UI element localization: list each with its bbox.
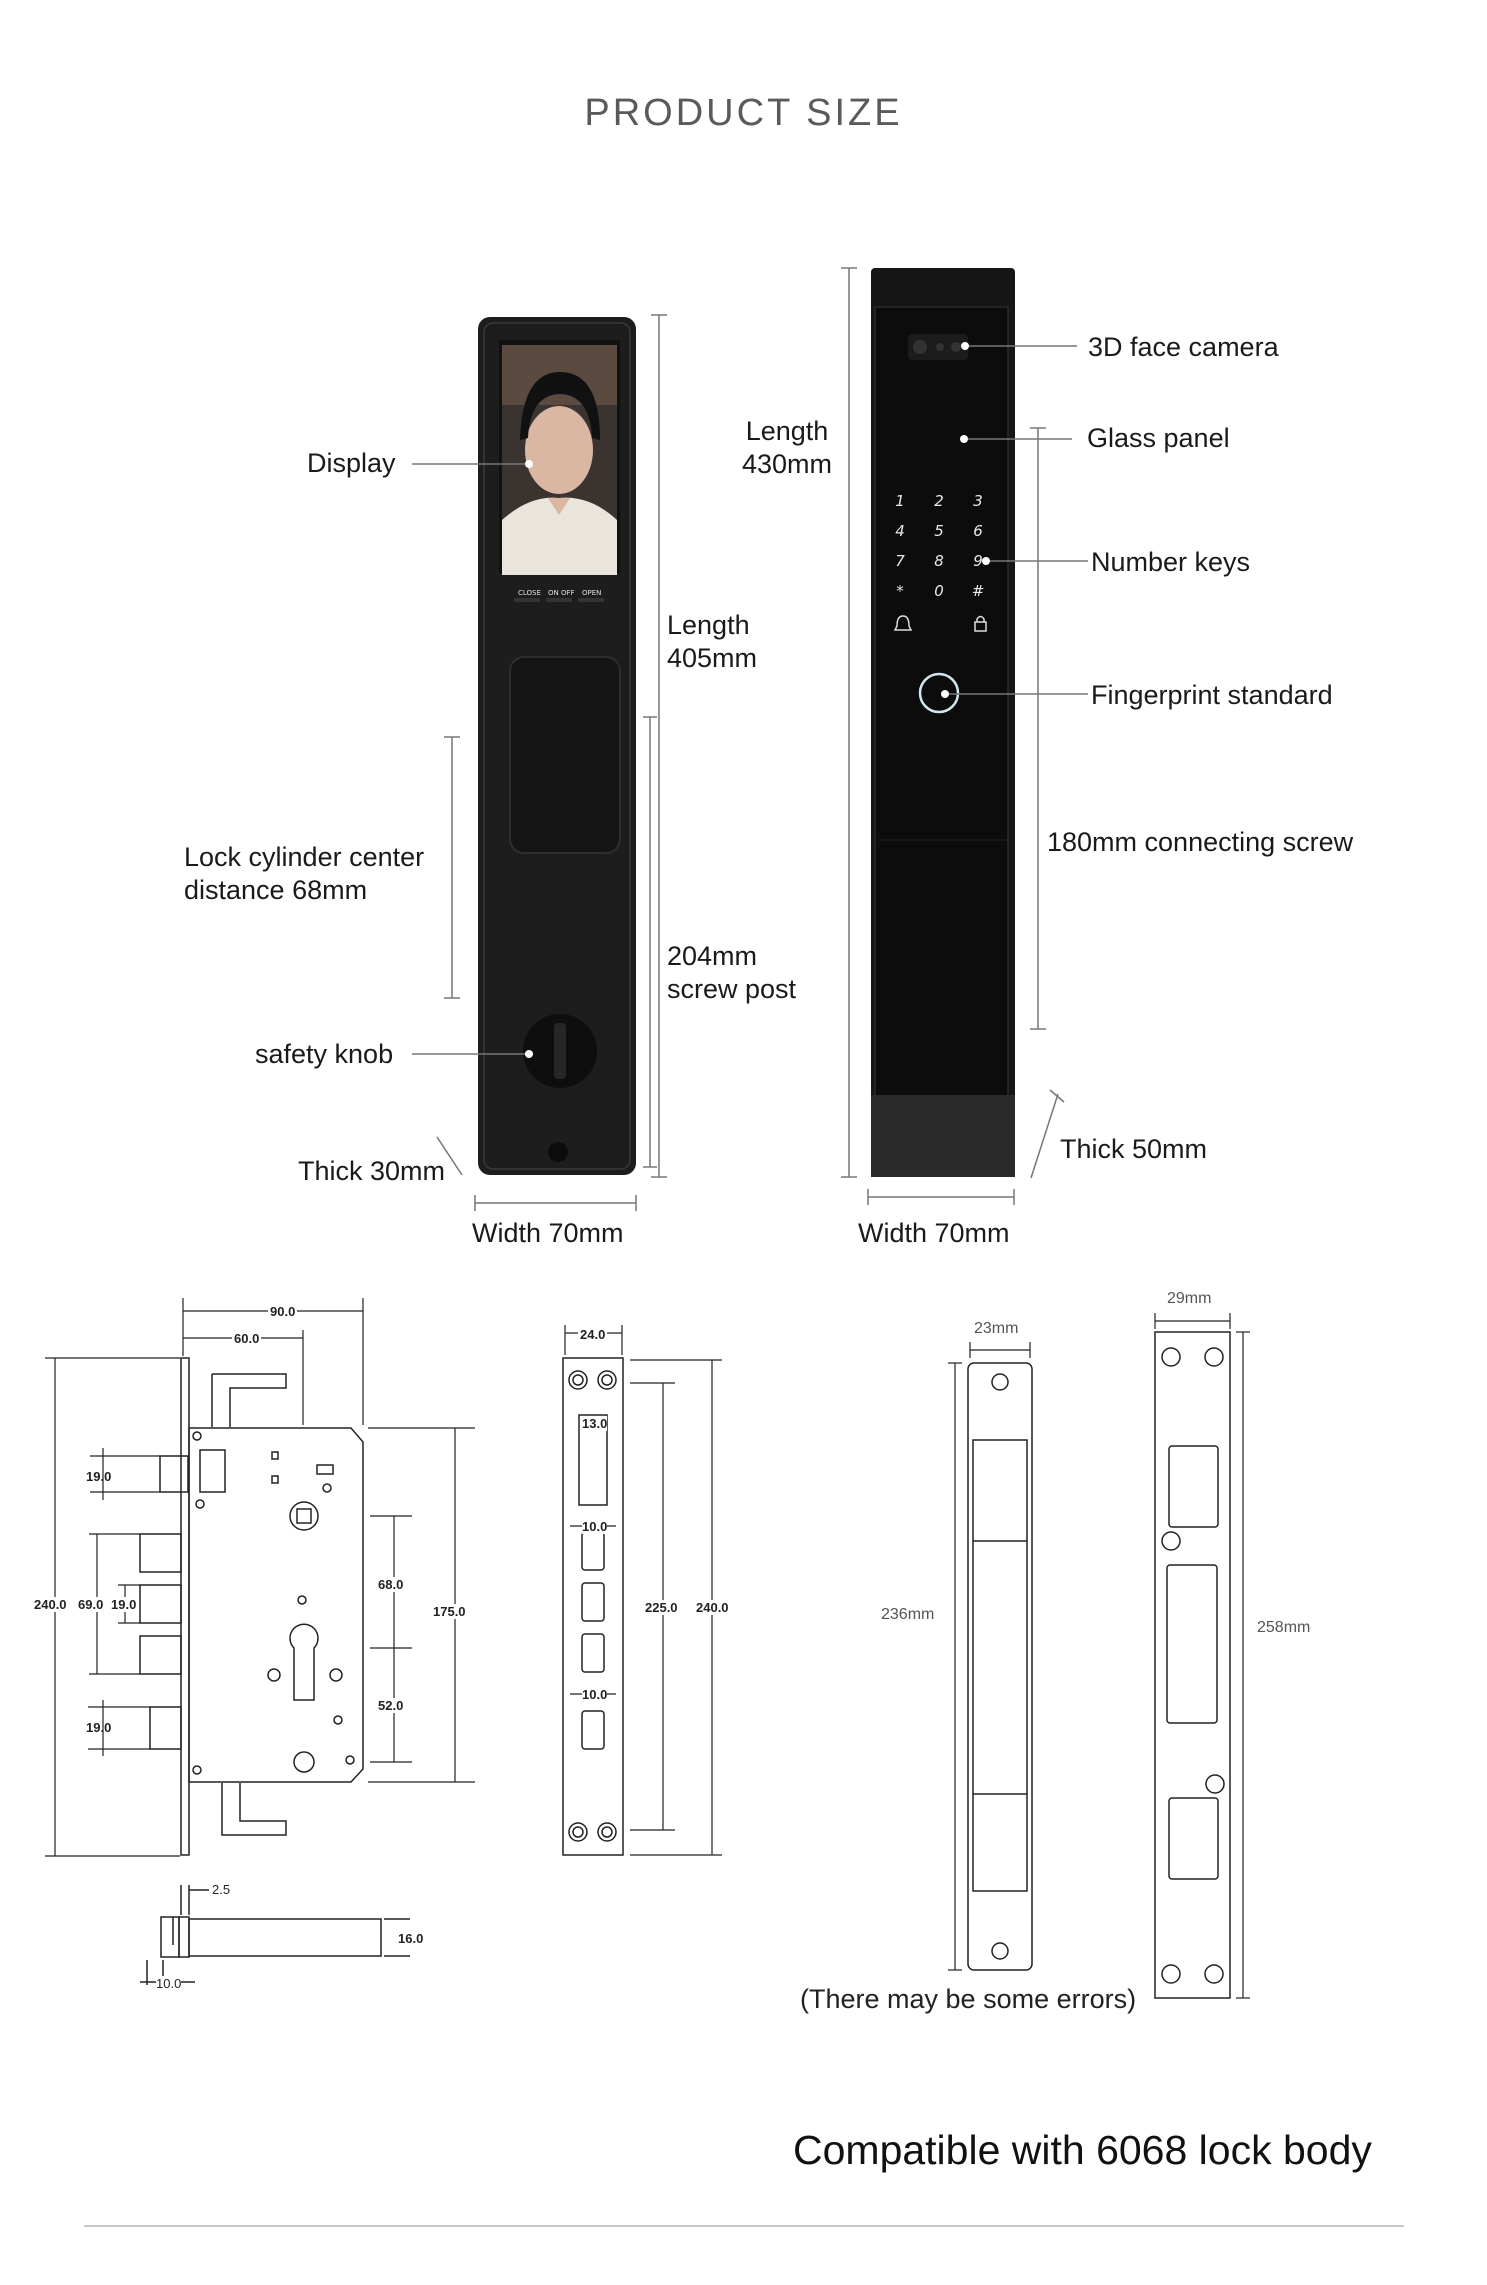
dim-175: 175.0: [433, 1604, 466, 1619]
label-length-430: Length 430mm: [742, 416, 833, 479]
key-hash: #: [971, 582, 985, 600]
label-lock-cylinder: Lock cylinder center distance 68mm: [184, 842, 425, 905]
lock-icon: [974, 615, 987, 632]
face-camera-shape: [908, 334, 968, 360]
dim-24: 24.0: [578, 1327, 608, 1342]
page-title: PRODUCT SIZE: [584, 92, 903, 134]
dim-19-top: 19.0: [86, 1469, 112, 1484]
dim-19-mid: 19.0: [111, 1597, 137, 1612]
dim-60: 60.0: [232, 1331, 262, 1346]
dim-90: 90.0: [268, 1304, 298, 1319]
screen-open-label: OPEN: [582, 589, 602, 597]
key-1: 1: [895, 492, 905, 510]
dim-68: 68.0: [378, 1577, 404, 1592]
dim-10-lower: 10.0: [582, 1687, 608, 1702]
label-face-camera: 3D face camera: [1088, 332, 1279, 362]
screen-close-label: CLOSE: [518, 589, 541, 597]
dim-16: 16.0: [398, 1931, 424, 1946]
dim-69: 69.0: [78, 1597, 104, 1612]
label-fingerprint: Fingerprint standard: [1091, 680, 1333, 710]
key-8: 8: [934, 552, 944, 570]
label-connecting-screw: 180mm connecting screw: [1047, 827, 1354, 857]
key-6: 6: [973, 522, 983, 540]
display-portrait: [502, 345, 617, 575]
key-4: 4: [895, 522, 905, 540]
dim-29mm: 29mm: [1167, 1290, 1212, 1307]
label-display: Display: [307, 448, 396, 478]
key-7: 7: [895, 552, 905, 570]
screen-onoff-label: ON OFF: [548, 589, 575, 597]
label-number-keys: Number keys: [1091, 547, 1251, 577]
front-handle: [509, 656, 621, 854]
dim-2-5: 2.5: [212, 1882, 231, 1897]
dim-225: 225.0: [645, 1600, 678, 1615]
dim-10-upper: 10.0: [582, 1519, 608, 1534]
key-9: 9: [973, 552, 983, 570]
dim-19-bottom: 19.0: [86, 1720, 112, 1735]
dim-13: 13.0: [582, 1416, 608, 1431]
dim-10-latch: 10.0: [156, 1976, 182, 1991]
label-thick-30: Thick 30mm: [298, 1156, 446, 1186]
key-star: *: [896, 582, 904, 600]
label-length-405: Length 405mm: [667, 610, 758, 673]
dim-240-left: 240.0: [34, 1597, 67, 1612]
key-3: 3: [973, 492, 983, 510]
dim-52: 52.0: [378, 1698, 404, 1713]
fingerprint-sensor: [918, 672, 960, 714]
dim-240-faceplate: 240.0: [696, 1600, 729, 1615]
key-2: 2: [934, 492, 944, 510]
label-width-70-back: Width 70mm: [858, 1218, 1010, 1248]
key-0: 0: [934, 582, 944, 600]
footer-divider: [84, 2225, 1404, 2227]
compatibility-footer: Compatible with 6068 lock body: [793, 2127, 1372, 2173]
label-safety-knob: safety knob: [255, 1039, 394, 1069]
front-lock-illustration: [412, 267, 1088, 1211]
dim-236mm: 236mm: [881, 1606, 935, 1623]
error-note: (There may be some errors): [800, 1984, 1137, 2014]
dim-258mm: 258mm: [1257, 1619, 1311, 1636]
dim-23mm: 23mm: [974, 1320, 1019, 1337]
keyhole: [548, 1142, 568, 1162]
label-glass-panel: Glass panel: [1087, 423, 1230, 453]
bell-icon: [893, 615, 913, 631]
label-width-70-front: Width 70mm: [472, 1218, 624, 1248]
label-thick-50: Thick 50mm: [1060, 1134, 1208, 1164]
key-5: 5: [934, 522, 944, 540]
label-screw-post: 204mm screw post: [667, 941, 797, 1004]
